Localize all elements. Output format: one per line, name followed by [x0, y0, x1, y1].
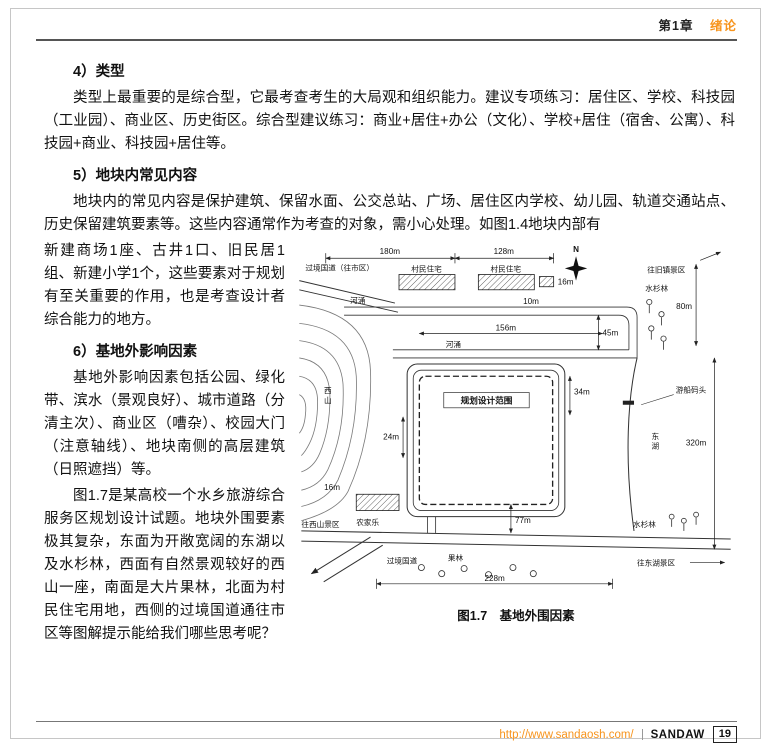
page-number: 19	[712, 726, 737, 743]
planning-boundary	[418, 375, 554, 506]
metasequoia-trees-top	[646, 298, 667, 350]
label-to-west-mountain: 往西山景区	[301, 519, 340, 529]
dim-16m: 16m	[558, 278, 574, 287]
label-orchard: 果林	[448, 552, 464, 562]
label-villager-housing-2: 村民住宅	[491, 263, 522, 273]
paragraph-example: 图1.7是某高校一个水乡旅游综合服务区规划设计试题。地块外围要素极其复杂，东面为…	[44, 488, 285, 642]
dim-45m: 45m	[602, 329, 618, 338]
dim-24m: 24m	[383, 432, 399, 441]
boat-dock	[622, 394, 674, 406]
dim-228m: 228m	[484, 574, 505, 583]
dim-16m-b: 16m	[324, 483, 340, 492]
publisher-brand: SANDAW	[650, 728, 705, 741]
figure-caption: 图1.7 基地外围因素	[457, 609, 575, 623]
dim-77m: 77m	[515, 516, 531, 525]
dim-128m: 128m	[494, 247, 515, 256]
west-mountain-contours	[298, 304, 372, 522]
dim-80m: 80m	[676, 302, 692, 311]
label-farmstay: 农家乐	[356, 517, 379, 527]
site-plan-drawing: 规划设计范围	[297, 244, 735, 595]
section-title: 绪论	[709, 19, 737, 33]
dim-156m: 156m	[496, 323, 517, 332]
label-to-old-town: 往旧镇景区	[647, 264, 686, 274]
label-villager-housing-1: 村民住宅	[411, 263, 442, 273]
label-river-1: 河涌	[350, 295, 365, 305]
to-old-town-arrow	[700, 251, 722, 261]
villager-houses	[398, 274, 555, 291]
road-northwest	[299, 280, 399, 313]
chapter-label: 第1章	[658, 19, 694, 33]
dimension-lines	[325, 253, 717, 589]
paragraph-external-factors: 基地外影响因素包括公园、绿化带、滨水（景观良好）、城市道路（分清主次）、商业区（…	[44, 370, 285, 478]
heading-plot-contents: 5）地块内常见内容	[73, 168, 198, 184]
farmstay-building	[355, 493, 400, 511]
label-west-mountain: 西山	[323, 386, 332, 406]
label-to-east-lake: 往东湖景区	[637, 557, 676, 567]
north-arrow-icon	[564, 256, 588, 281]
planning-scope-label: 规划设计范围	[443, 392, 530, 409]
heading-type: 4）类型	[73, 64, 125, 80]
publisher-url: http://www.sandaosh.com/	[499, 728, 634, 741]
heading-external-factors: 6）基地外影响因素	[73, 344, 198, 360]
label-transit-road-city: 过境国道（往市区）	[305, 262, 374, 272]
dim-180m: 180m	[380, 247, 401, 256]
orchard-trees	[417, 564, 537, 579]
road-south	[301, 516, 731, 583]
label-river-2: 河涌	[446, 339, 461, 349]
paragraph-plot-contents-2: 新建商场1座、古井1口、旧民居1组、新建小学1个，这些要素对于规划有至关重要的作…	[44, 243, 285, 328]
label-metasequoia-bottom: 水杉林	[633, 519, 656, 529]
label-planning-scope: 规划设计范围	[461, 395, 513, 406]
lake-shore	[627, 357, 638, 531]
label-boat-dock: 游船码头	[676, 385, 707, 395]
page-footer: http://www.sandaosh.com/ SANDAW 19	[36, 721, 737, 743]
dim-34m: 34m	[574, 388, 590, 397]
paragraph-type: 类型上最重要的是综合型，它最考查考生的大局观和组织能力。建议专项练习：居住区、学…	[44, 90, 735, 152]
figure-site-plan: 规划设计范围	[297, 244, 735, 628]
label-north: N	[573, 245, 579, 254]
paragraph-plot-contents-1: 地块内的常见内容是保护建筑、保留水面、公交总站、广场、居住区内学校、幼儿园、轨道…	[44, 194, 735, 233]
label-east-lake: 东湖	[651, 431, 660, 452]
site-ring-roads	[406, 363, 566, 518]
rivers	[344, 306, 638, 359]
metasequoia-trees-bottom	[668, 511, 699, 531]
page-header: 第1章 绪论	[36, 15, 737, 41]
dim-10m: 10m	[523, 297, 539, 306]
dim-320m: 320m	[686, 438, 707, 447]
label-metasequoia-top: 水杉林	[645, 283, 668, 293]
page-content: 4）类型 类型上最重要的是综合型，它最考查考生的大局观和组织能力。建议专项练习：…	[44, 52, 735, 716]
label-transit-road-south: 过境国道	[387, 555, 418, 565]
footer-divider	[641, 729, 643, 740]
